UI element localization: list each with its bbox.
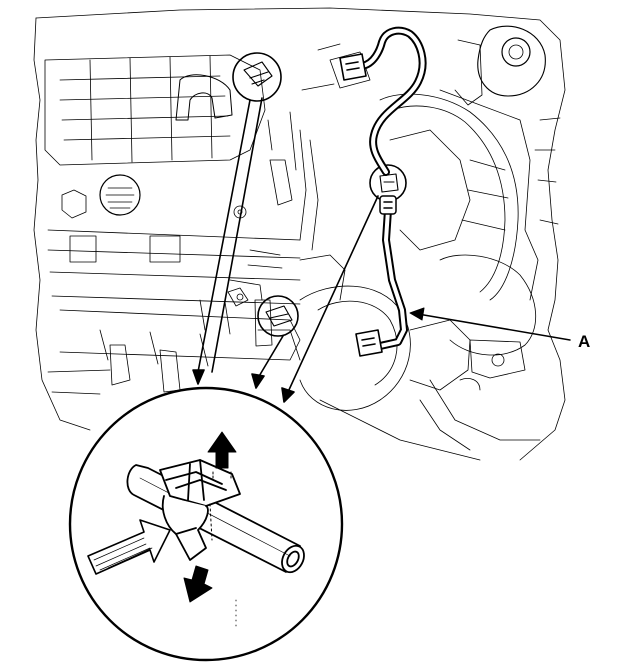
leader-lines	[192, 97, 379, 403]
harness-clip	[379, 195, 397, 215]
callout-a-arrowhead	[409, 307, 425, 321]
leader-arrowhead-2	[251, 373, 265, 389]
clip-location-circle-top	[232, 52, 282, 102]
detail-magnifier-circle	[68, 386, 344, 662]
callout-a-label: A	[578, 332, 590, 351]
engine-compartment	[33, 7, 566, 461]
leader-arrowhead-1	[192, 369, 205, 385]
clip-location-circles	[232, 52, 407, 337]
callout-a: A	[409, 307, 590, 351]
clip-release-arrow-up	[207, 431, 237, 481]
oxygen-sensor-harness	[358, 26, 427, 350]
harness-connector-lower	[355, 329, 383, 357]
clip-location-circle-lower	[257, 295, 299, 337]
clip-release-arrow-down	[183, 565, 213, 603]
clip-icons-in-circles	[243, 61, 399, 327]
harness-connector-upper	[339, 53, 367, 81]
harness-clip-detail	[159, 459, 241, 561]
clip-push-arrow	[87, 519, 171, 575]
leader-arrowhead-3	[281, 387, 295, 403]
